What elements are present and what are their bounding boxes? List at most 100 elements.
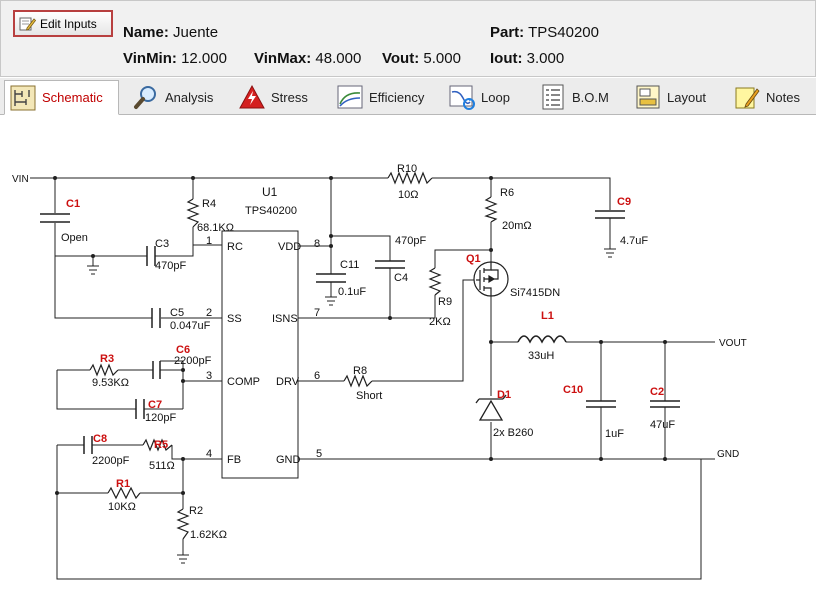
pin-name: FB — [227, 454, 241, 466]
mosfet-q1-symbol — [473, 261, 509, 297]
pin-number: 6 — [314, 370, 320, 382]
layout-icon — [636, 85, 660, 109]
c11-ref: C11 — [340, 259, 359, 271]
name-field: Name: Juente — [123, 24, 218, 41]
pin-name: SS — [227, 313, 242, 325]
pin-number: 3 — [206, 370, 212, 382]
junction-dots — [53, 176, 667, 495]
schematic-icon — [10, 85, 36, 110]
tab-stress-label: Stress — [271, 89, 308, 105]
ground-symbols — [87, 218, 616, 564]
c9-ref: C9 — [617, 196, 631, 208]
magnifier-icon — [134, 86, 156, 109]
vout-label: Vout: — [382, 50, 420, 67]
pin-number: 7 — [314, 307, 320, 319]
vout-field: Vout: 5.000 — [382, 50, 461, 67]
name-label: Name: — [123, 24, 169, 41]
pin-number: 8 — [314, 238, 320, 250]
c8-ref: C8 — [93, 433, 107, 445]
pin-number: 4 — [206, 448, 212, 460]
part-field: Part: TPS40200 — [490, 24, 599, 41]
input-summary-header: Edit Inputs Name: Juente Part: TPS40200 … — [0, 0, 816, 77]
r10-ref: R10 — [397, 163, 417, 175]
r6-value: 20mΩ — [502, 220, 532, 232]
pin-name: RC — [227, 241, 243, 253]
tab-schematic[interactable]: Schematic — [4, 80, 119, 115]
c7-value: 120pF — [145, 412, 176, 424]
c8-value: 2200pF — [92, 455, 130, 467]
c3-ref: C3 — [155, 238, 169, 250]
iout-value: 3.000 — [526, 50, 565, 67]
tab-analysis-label: Analysis — [165, 89, 214, 105]
r1-value: 10KΩ — [108, 501, 136, 513]
q1-ref: Q1 — [466, 253, 481, 265]
r3-ref: R3 — [100, 353, 114, 365]
r6-ref: R6 — [500, 187, 514, 199]
notepad-icon — [735, 87, 760, 109]
tab-notes[interactable]: Notes — [729, 81, 815, 113]
efficiency-curve-icon — [337, 85, 363, 109]
r9-ref: R9 — [438, 296, 452, 308]
vout-value: 5.000 — [423, 50, 461, 67]
pin-name: ISNS — [272, 313, 298, 325]
net-gnd-label: GND — [717, 449, 739, 460]
l1-ref: L1 — [541, 310, 554, 322]
vinmin-label: VinMin: — [123, 50, 177, 67]
pin-number: 2 — [206, 307, 212, 319]
c5-value: 0.047uF — [170, 320, 211, 332]
c3-value: 470pF — [155, 260, 186, 272]
r2-value: 1.62KΩ — [190, 529, 227, 541]
tab-analysis[interactable]: Analysis — [128, 81, 223, 113]
r8-value: Short — [356, 390, 382, 402]
r2-ref: R2 — [189, 505, 203, 517]
r9-value: 2KΩ — [429, 316, 451, 328]
ic-u1-body — [221, 230, 299, 479]
r10-value: 10Ω — [398, 189, 418, 201]
ic-ref-label: U1 — [262, 185, 278, 199]
inductor-l1-symbol — [517, 335, 567, 344]
c10-value: 1uF — [605, 428, 624, 440]
capacitor-symbols — [40, 210, 680, 454]
tab-bom[interactable]: B.O.M — [535, 81, 623, 113]
d1-value: 2x B260 — [493, 427, 533, 439]
tab-layout[interactable]: Layout — [630, 81, 722, 113]
tab-layout-label: Layout — [667, 89, 707, 105]
q1-value: Si7415DN — [510, 287, 560, 299]
edit-inputs-button[interactable]: Edit Inputs — [13, 10, 113, 37]
pin-number: 5 — [316, 448, 322, 460]
pin-name: GND — [276, 454, 301, 466]
net-vin-label: VIN — [12, 174, 29, 185]
c4-ref: C4 — [394, 272, 408, 284]
tab-bom-label: B.O.M — [572, 89, 609, 105]
tab-notes-label: Notes — [766, 89, 800, 105]
l1-value: 33uH — [528, 350, 554, 362]
tab-bar: Schematic Analysis Stress Efficiency Loo… — [0, 78, 816, 115]
tab-efficiency-label: Efficiency — [369, 89, 425, 105]
tab-stress[interactable]: Stress — [234, 81, 324, 113]
r1-ref: R1 — [116, 478, 130, 490]
schematic-wires — [30, 177, 715, 580]
part-value: TPS40200 — [528, 24, 599, 41]
c10-ref: C10 — [563, 384, 583, 396]
pin-name: VDD — [278, 241, 301, 253]
tab-efficiency[interactable]: Efficiency — [332, 81, 437, 113]
vinmin-value: 12.000 — [181, 50, 227, 67]
c1-ref: C1 — [66, 198, 80, 210]
edit-pencil-icon — [19, 17, 36, 31]
bom-list-icon — [542, 84, 564, 110]
schematic-canvas: VIN VOUT GND U1 TPS40200 1 RC 2 SS 3 COM… — [0, 115, 816, 609]
iout-field: Iout: 3.000 — [490, 50, 564, 67]
edit-inputs-label: Edit Inputs — [40, 16, 97, 31]
c4-value: 470pF — [395, 235, 426, 247]
vinmax-field: VinMax: 48.000 — [254, 50, 361, 67]
c2-ref: C2 — [650, 386, 664, 398]
schematic-drawing: VIN VOUT GND U1 TPS40200 1 RC 2 SS 3 COM… — [12, 163, 747, 580]
loop-chart-icon — [449, 85, 475, 110]
c6-value: 2200pF — [174, 355, 212, 367]
c1-value: Open — [61, 232, 88, 244]
c11-value: 0.1uF — [338, 286, 366, 298]
r5-value: 511Ω — [149, 460, 175, 472]
tab-loop[interactable]: Loop — [444, 81, 528, 113]
r8-ref: R8 — [353, 365, 367, 377]
pin-name: DRV — [276, 376, 300, 388]
